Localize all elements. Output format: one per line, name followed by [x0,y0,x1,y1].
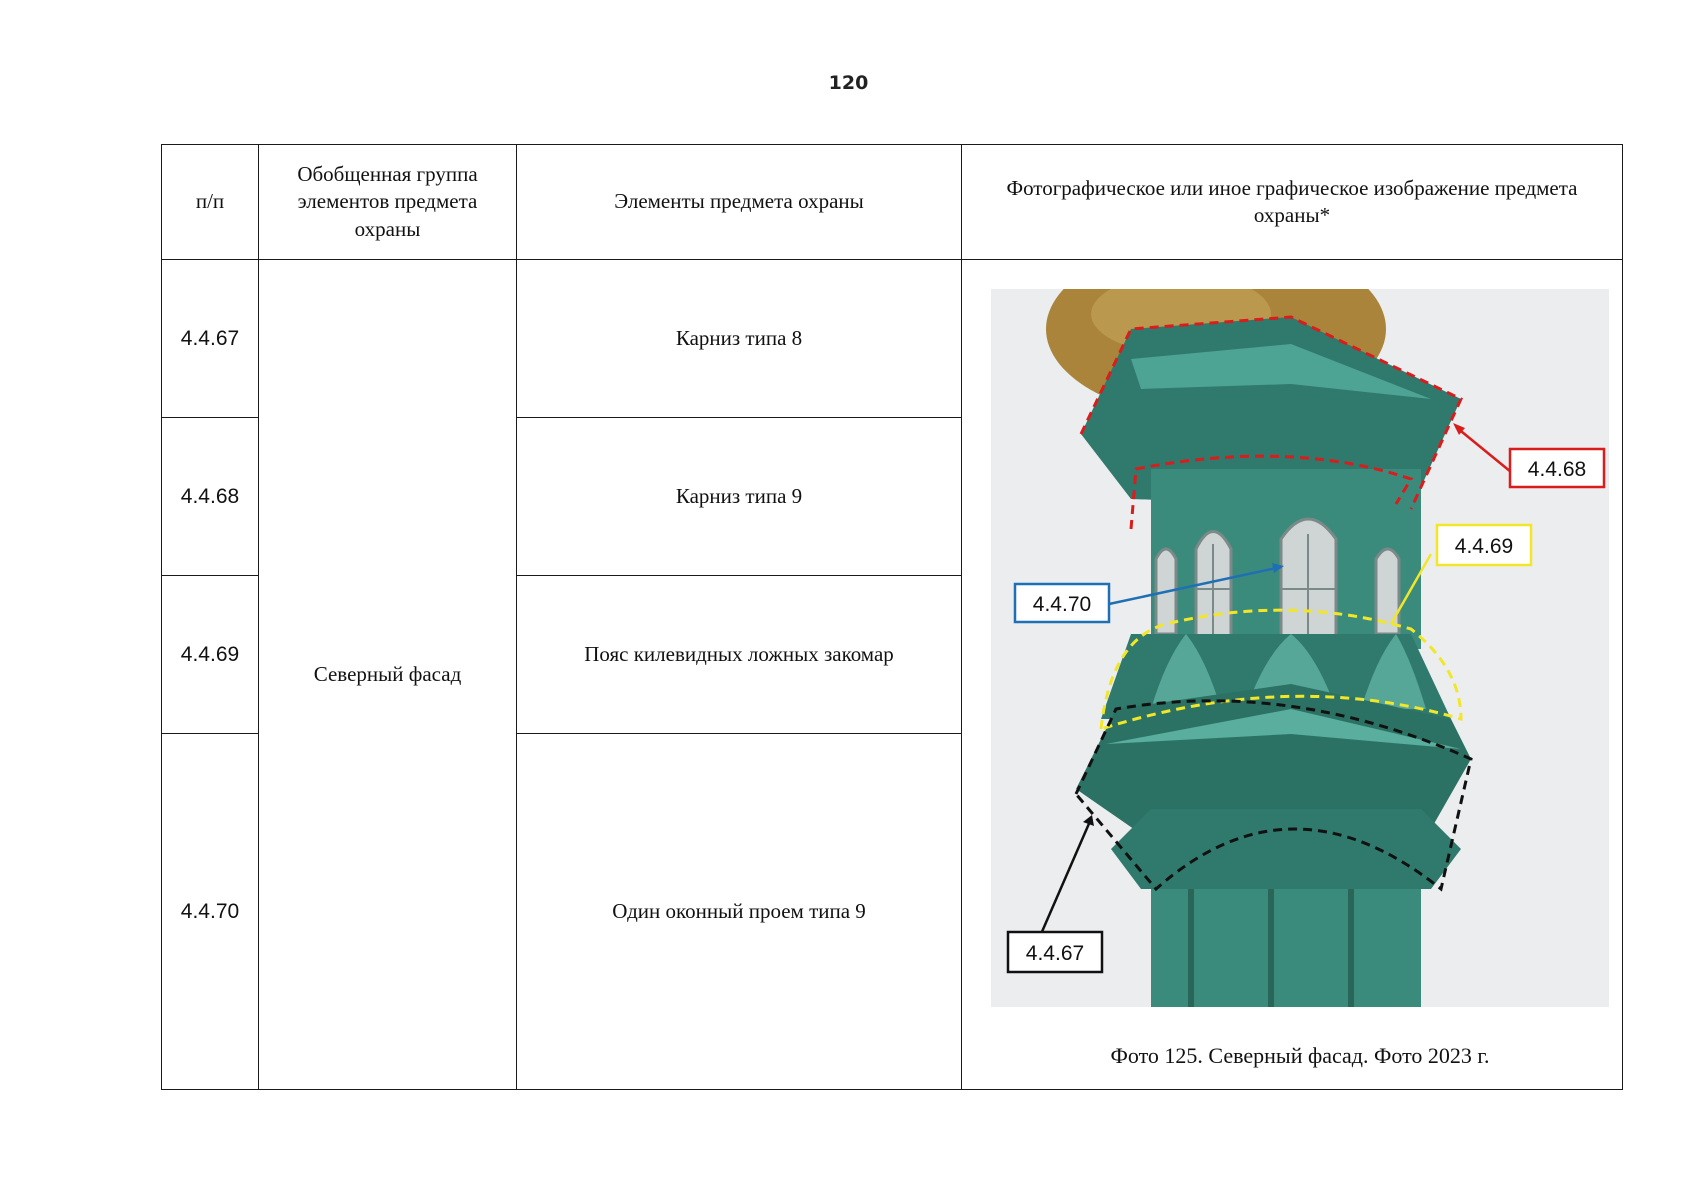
row-element: Пояс килевидных ложных закомар [516,575,962,734]
row-element: Карниз типа 9 [516,417,962,576]
outline-4-4-69 [1099,608,1463,731]
outline-4-4-68 [1079,314,1463,510]
arrow-4-4-70 [1108,565,1282,605]
outline-4-4-67 [1074,698,1473,892]
label-box-4-4-70 [1013,582,1111,623]
page-number: 120 [828,72,869,94]
table-row: 4.4.70 Один оконный проем типа 9 [161,733,1623,1090]
row-element: Один оконный проем типа 9 [516,733,962,1090]
label-box-4-4-69 [1435,523,1533,566]
row-num: 4.4.69 [161,575,259,734]
arrow-4-4-69 [1389,552,1433,625]
arrow-4-4-68 [1455,425,1512,473]
label-4-4-68: 4.4.68 [1528,458,1586,481]
label-box-4-4-67 [1006,930,1104,973]
table-row: 4.4.68 Карниз типа 9 [161,417,1623,576]
label-4-4-67: 4.4.67 [1026,942,1084,965]
row-num: 4.4.67 [161,259,259,418]
label-4-4-70: 4.4.70 [1033,593,1091,616]
group-cell: Северный фасад [258,259,517,1090]
header-image: Фотографическое или иное графическое изо… [961,144,1623,260]
row-num: 4.4.68 [161,417,259,576]
row-element: Карниз типа 8 [516,259,962,418]
arrow-4-4-67 [1039,818,1093,934]
label-4-4-69: 4.4.69 [1455,535,1513,558]
photo-cell: 4.4.68 4.4.69 4.4.70 4.4.67 Фото 125. Се… [961,259,1623,1090]
tower-photo: 4.4.68 4.4.69 4.4.70 4.4.67 [991,288,1609,1007]
header-num: п/п [161,144,259,260]
row-num: 4.4.70 [161,733,259,1090]
table-header-row: п/п Обобщенная группа элементов предмета… [161,144,1623,260]
header-group: Обобщенная группа элементов предмета охр… [258,144,517,260]
label-box-4-4-68 [1508,447,1606,488]
table-row: 4.4.69 Пояс килевидных ложных закомар [161,575,1623,734]
table-row: 4.4.67 Северный фасад Карниз типа 8 [161,259,1623,1090]
protection-table: п/п Обобщенная группа элементов предмета… [161,144,1623,1090]
header-elements: Элементы предмета охраны [516,144,962,260]
photo-caption: Фото 125. Северный фасад. Фото 2023 г. [1110,1042,1490,1068]
